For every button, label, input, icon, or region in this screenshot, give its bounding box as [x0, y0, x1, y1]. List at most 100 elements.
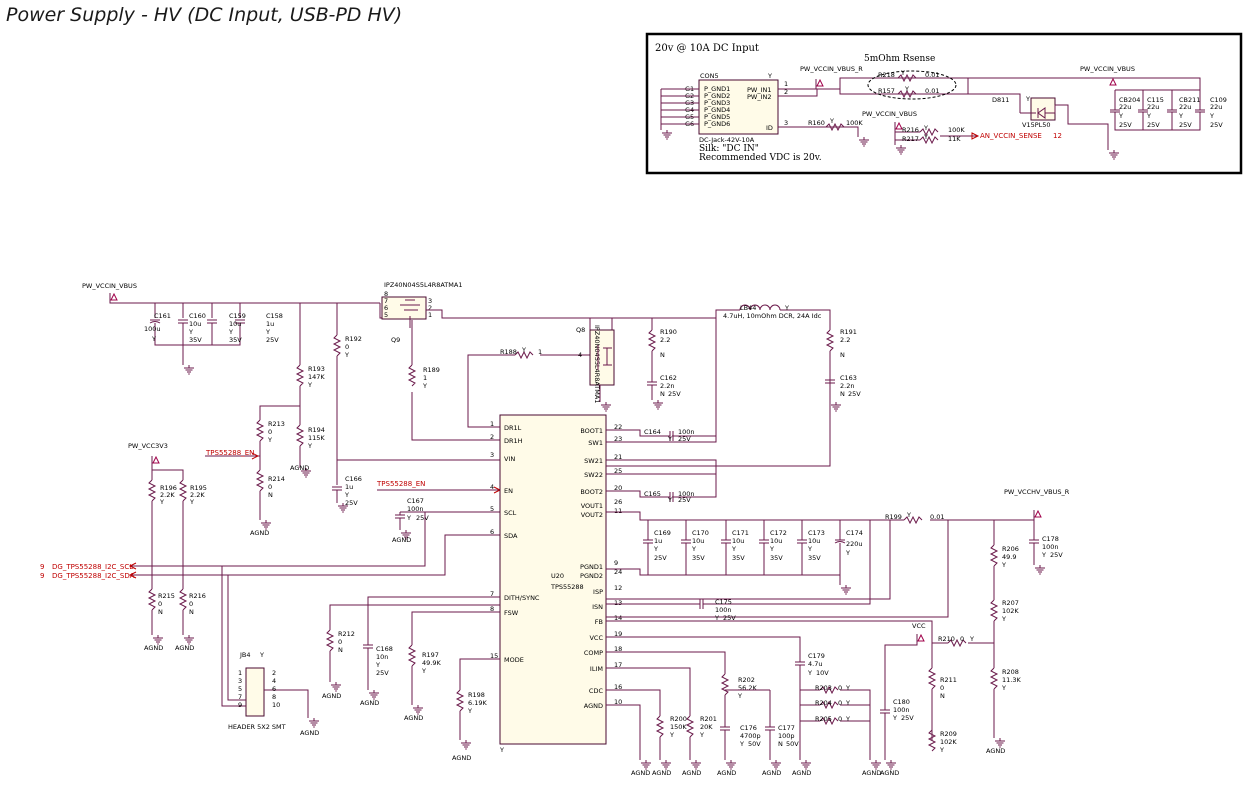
r194-y: Y — [307, 442, 312, 450]
c179-v: 10V — [816, 669, 829, 677]
r206-ref: R206 — [1002, 545, 1019, 553]
r201-y: Y — [699, 731, 704, 739]
con5-gnd-name-3: P_GND3 — [704, 99, 730, 107]
r205-val: 0 — [838, 715, 842, 723]
u20-pin-name: SW1 — [588, 439, 603, 447]
r209-ref: R209 — [940, 730, 957, 738]
svg-text:1: 1 — [238, 669, 242, 677]
r202-val: 56.2K — [738, 684, 757, 692]
rsense-heading: 5mOhm Rsense — [864, 54, 935, 64]
net-vccin-vbus-r: PW_VCCIN_VBUS_R — [800, 65, 863, 73]
r205-y: Y — [845, 715, 850, 723]
c167-y: Y — [406, 514, 411, 522]
u20-pin-name: AGND — [584, 702, 603, 710]
u20-pin-name: FSW — [504, 609, 519, 617]
mosfet-q8: Q8 4 IPZ40N04S5L4R8ATMA1 — [576, 325, 615, 412]
net-sda-num: 9 — [40, 572, 44, 580]
r193-y: Y — [307, 381, 312, 389]
con5-gnd-name-5: P_GND5 — [704, 113, 730, 121]
c168-val: 10n — [376, 653, 388, 661]
u20-pin-name: EN — [504, 487, 513, 495]
r196-val: 2.2K — [160, 491, 175, 499]
c167-ref: C167 — [407, 497, 424, 505]
jb4-y: Y — [259, 651, 264, 659]
c170-v: 35V — [692, 554, 705, 562]
c175-ref: C175 — [715, 598, 732, 606]
u20-pin-num: 2 — [490, 433, 494, 441]
c171-y: Y — [731, 545, 736, 553]
c176-ref: C176 — [740, 724, 757, 732]
r216-val: 0 — [189, 600, 193, 608]
c180-y: Y — [892, 714, 897, 722]
q9-part: IPZ40N04S5L4R8ATMA1 — [384, 281, 462, 289]
u20-pin-name: CDC — [589, 687, 604, 695]
net-tps-en-2: TPS55288_EN — [376, 480, 425, 488]
r215-y: N — [158, 608, 163, 616]
r192-val: 0 — [345, 343, 349, 351]
cb204-ref: CB204 — [1119, 96, 1140, 104]
gnd-con5 — [661, 129, 673, 140]
c168-ref: C168 — [376, 645, 393, 653]
agnd-c177: AGND — [762, 769, 781, 777]
c177-ref: C177 — [778, 724, 795, 732]
u20-pin-name: ILIM — [590, 665, 603, 673]
c177-y: N — [778, 740, 783, 748]
c109-v: 25V — [1210, 121, 1223, 129]
u20-pin-num: 24 — [614, 568, 622, 576]
c175-val: 100n — [715, 606, 732, 614]
lb44-val: 4.7uH, 10mOhm DCR, 24A Idc — [723, 312, 822, 320]
con5-pin-id: ID — [766, 124, 773, 132]
r188-y: Y — [521, 346, 526, 354]
c109-y: Y — [1209, 112, 1214, 120]
agnd-c180: AGND — [880, 769, 899, 777]
u20-pin-num: 12 — [614, 584, 622, 592]
r211-ref: R211 — [940, 676, 957, 684]
c165-v: 25V — [678, 496, 691, 504]
u20-pin-num: 8 — [490, 605, 494, 613]
r209-y: Y — [939, 746, 944, 754]
cb211-v: 25V — [1179, 121, 1192, 129]
c109-ref: C109 — [1210, 96, 1227, 104]
net-vccin-vbus-main: PW_VCCIN_VBUS — [82, 282, 137, 290]
dc-r216-y: Y — [923, 124, 928, 132]
cb211-val: 22u — [1179, 103, 1191, 111]
c179-val: 4.7u — [808, 660, 822, 668]
con5-gnd-name-1: P_GND1 — [704, 85, 730, 93]
c169-ref: C169 — [654, 529, 671, 537]
c115-v: 25V — [1147, 121, 1160, 129]
con5-note: Recommended VDC is 20v. — [699, 153, 822, 163]
c164-y: Y — [667, 435, 672, 443]
r194-val: 115K — [308, 434, 325, 442]
r211-val: 0 — [940, 684, 944, 692]
dc-r216-ref: R216 — [902, 126, 919, 134]
agnd-r194: AGND — [290, 464, 309, 472]
c160-ref: C160 — [189, 312, 206, 320]
c180-val: 100n — [893, 706, 910, 714]
r207-y: Y — [1001, 615, 1006, 623]
r211-y: N — [940, 692, 945, 700]
rsense-ellipse — [867, 70, 957, 100]
r189-ref: R189 — [423, 366, 440, 374]
r214-ref: R214 — [268, 475, 285, 483]
con5-ref: CON5 — [700, 72, 719, 80]
r200-val: 150K — [670, 723, 687, 731]
dc-input-frame — [645, 32, 1243, 175]
c167-v: 25V — [416, 514, 429, 522]
c170-val: 10u — [692, 537, 704, 545]
u20-pin-num: 1 — [490, 420, 494, 428]
u20-pin-name: DITH/SYNC — [504, 594, 540, 602]
u20-pin-num: 21 — [614, 453, 622, 461]
svg-text:7: 7 — [384, 297, 388, 305]
svg-text:6: 6 — [384, 304, 388, 312]
r215-val: 0 — [158, 600, 162, 608]
c172-ref: C172 — [770, 529, 787, 537]
u20-pin-num: 16 — [614, 683, 622, 691]
r160-ref: R160 — [808, 119, 825, 127]
c169-y: Y — [653, 545, 658, 553]
r199-ref: R199 — [885, 513, 902, 521]
d811-ref: D811 — [992, 96, 1009, 104]
r190-y: N — [660, 351, 665, 359]
r214-val: 0 — [268, 483, 272, 491]
r213-ref: R213 — [268, 420, 285, 428]
